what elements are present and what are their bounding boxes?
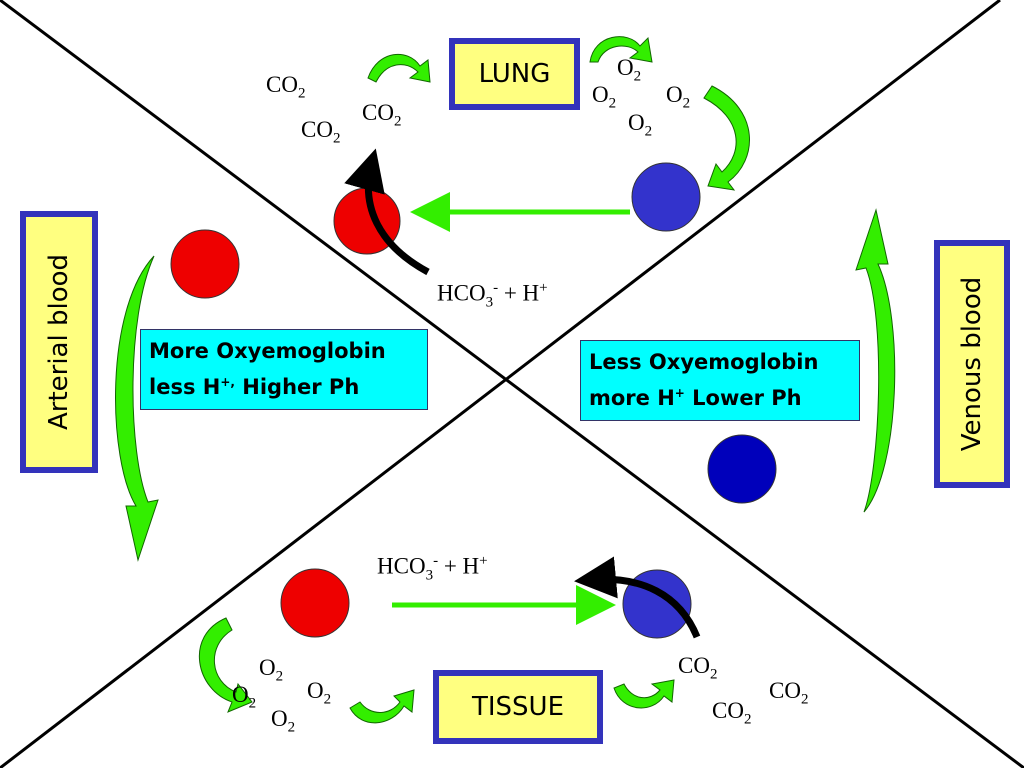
large-arrow-venous (855, 208, 896, 513)
arterial-label: Arterial blood (44, 253, 74, 431)
black-arrow-lung (344, 148, 430, 276)
arterial-label-box: Arterial blood (20, 211, 98, 473)
blue-cell-venous (707, 434, 777, 504)
co2-label: CO2 (301, 117, 341, 147)
o2-label: O2 (307, 678, 332, 708)
co2-label: CO2 (712, 698, 752, 728)
bicarbonate-equation-tissue: HCO3- + H+ (377, 553, 488, 584)
curved-arrow-o2-tissue-left (198, 617, 253, 713)
o2-label: O2 (259, 655, 284, 685)
co2-label: CO2 (266, 72, 306, 102)
curved-arrow-o2-lung (589, 36, 653, 63)
o2-label: O2 (666, 82, 691, 112)
arterial-info-line2: less H+, Higher Ph (149, 375, 360, 399)
arterial-info-box: More Oxyemoglobin less H+, Higher Ph (140, 329, 428, 410)
curved-arrow-co2-lung (367, 53, 431, 83)
venous-label: Venous blood (957, 276, 987, 452)
o2-label: O2 (271, 706, 296, 736)
o2-label: O2 (617, 55, 642, 85)
red-cell-tissue (280, 568, 350, 638)
venous-label-box: Venous blood (934, 240, 1010, 488)
co2-label: CO2 (678, 653, 718, 683)
tissue-label-box: TISSUE (433, 670, 603, 744)
curved-arrow-o2-tissue (349, 689, 415, 724)
red-cell-arterial (170, 229, 240, 299)
large-arrow-arterial (115, 255, 159, 562)
curved-arrow-co2-tissue (613, 679, 675, 709)
o2-label: O2 (232, 682, 257, 712)
co2-label: CO2 (769, 678, 809, 708)
lung-label-box: LUNG (449, 38, 580, 110)
curved-arrow-o2-down (703, 85, 750, 191)
black-arrow-tissue (574, 556, 701, 639)
lung-label: LUNG (478, 59, 551, 89)
venous-info-line2: more H+ Lower Ph (589, 386, 802, 410)
o2-label: O2 (592, 82, 617, 112)
bicarbonate-equation-lung: HCO3- + H+ (437, 280, 548, 311)
venous-info-box: Less Oxyemoglobin more H+ Lower Ph (580, 340, 860, 421)
o2-label: O2 (628, 110, 653, 140)
venous-info-line1: Less Oxyemoglobin (589, 350, 819, 374)
co2-label: CO2 (362, 100, 402, 130)
arterial-info-line1: More Oxyemoglobin (149, 339, 386, 363)
diagonal-line-right (0, 0, 1001, 768)
blue-cell-lung (631, 162, 701, 232)
tissue-label: TISSUE (471, 692, 564, 722)
